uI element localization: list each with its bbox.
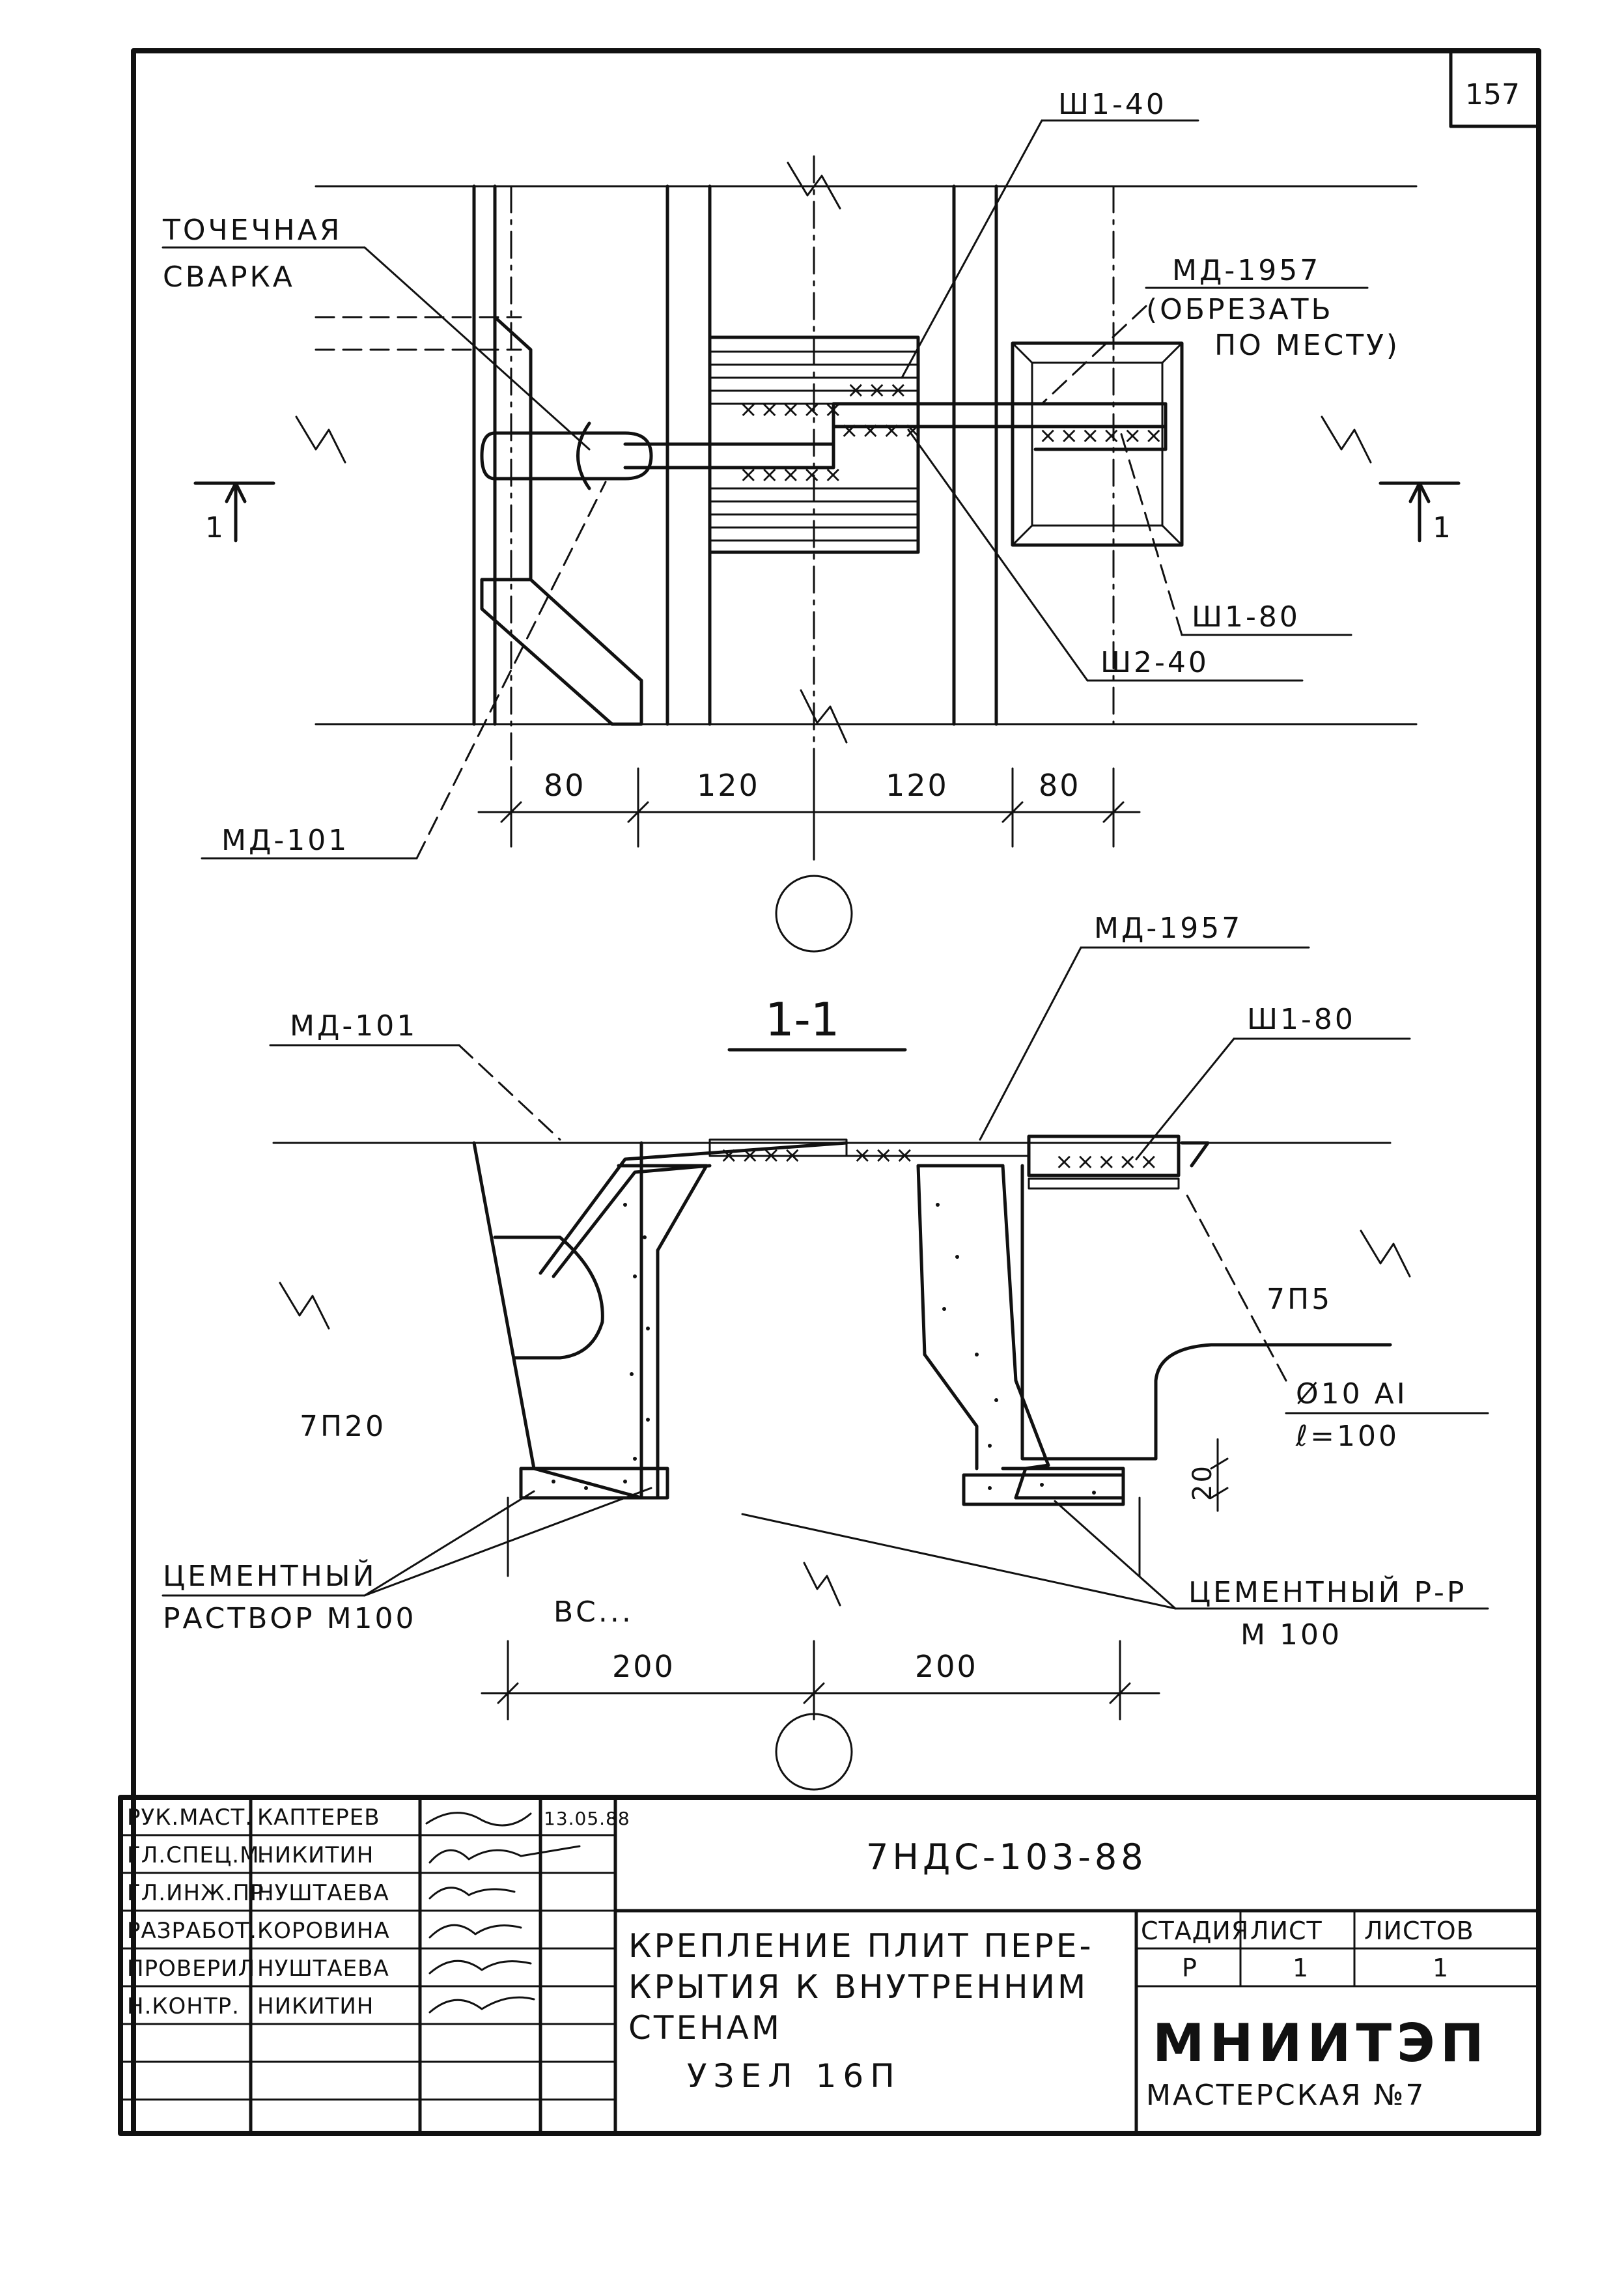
plan-label-spot-weld-2: СВАРКА [163,260,295,294]
svg-text:××××: ×××× [720,1142,804,1168]
plan-node-circle [775,875,853,953]
signatory-row: ПРОВЕРИЛ НУШТАЕВА [127,1956,532,1982]
svg-text:ГЛ.СПЕЦ.М.: ГЛ.СПЕЦ.М. [127,1842,267,1868]
plan-label-spot-weld-1: ТОЧЕЧНАЯ [162,214,342,247]
svg-text:РУК.МАСТ.: РУК.МАСТ. [127,1805,253,1831]
plan-label-sh1-80: Ш1-80 [1192,600,1300,634]
svg-text:НИКИТИН: НИКИТИН [257,1993,374,2019]
drawing-title-line4: УЗЕЛ 16П [687,2057,901,2095]
svg-text:×××: ××× [853,1142,916,1168]
section-label-mortar-right-2: М 100 [1240,1618,1342,1651]
document-code: 7НДС-103-88 [866,1836,1147,1877]
section-dimensions: 200 200 [481,1640,1160,1721]
section-node-circle [775,1713,853,1791]
section-label-rebar: Ø10 AI [1296,1377,1408,1411]
plan-label-md1957: МД-1957 [1172,254,1321,287]
svg-text:×××: ××× [847,377,910,403]
plan-label-cut-note-1: (ОБРЕЗАТЬ [1146,293,1334,326]
plan-dim-1: 80 [544,768,586,803]
svg-text:НУШТАЕВА: НУШТАЕВА [257,1880,389,1906]
svg-text:РАЗРАБОТ.: РАЗРАБОТ. [127,1918,257,1944]
plan-label-md101: МД-101 [221,824,349,857]
section-label-7p20: 7П20 [300,1410,386,1443]
section-label-sh1-80: Ш1-80 [1247,1003,1356,1036]
section-label-wall: ВС... [553,1595,634,1629]
workshop-name: МАСТЕРСКАЯ №7 [1146,2079,1425,2112]
title-block: РУК.МАСТ. КАПТЕРЕВ 13.05.88 ГЛ.СПЕЦ.М. Н… [118,1795,1541,2136]
signatory-row: Н.КОНТР. НИКИТИН [127,1993,535,2019]
svg-text:КОРОВИНА: КОРОВИНА [257,1918,390,1944]
organization-name: МНИИТЭП [1153,2013,1489,2073]
svg-text:НУШТАЕВА: НУШТАЕВА [257,1956,389,1982]
svg-text:20: 20 [1188,1464,1218,1501]
section-dim-1: 200 [612,1649,675,1684]
svg-text:1: 1 [1433,511,1453,544]
signatory-row: ГЛ.СПЕЦ.М. НИКИТИН [127,1842,581,1868]
plan-label-sh2-40: Ш2-40 [1100,646,1209,679]
sheet-header: ЛИСТ [1250,1917,1323,1945]
drawing-title-line2: КРЫТИЯ К ВНУТРЕННИМ [628,1968,1088,2006]
svg-text:КАПТЕРЕВ: КАПТЕРЕВ [257,1805,380,1831]
section-title: 1-1 [765,993,839,1047]
sheet-number-box: 157 [1449,49,1541,128]
section-label-spacing: ℓ=100 [1295,1420,1399,1453]
section-view: 1-1 ×××× ××× ××××× [161,912,1489,1791]
cut-marker-right: 1 [1379,481,1461,544]
sheets-header: ЛИСТОВ [1364,1917,1474,1945]
drawing-title-line1: КРЕПЛЕНИЕ ПЛИТ ПЕРЕ- [628,1927,1094,1965]
section-dim-2: 200 [915,1649,978,1684]
svg-text:×××××: ××××× [1055,1149,1160,1175]
svg-text:×××××: ××××× [739,397,845,423]
section-label-mortar-left-2: РАСТВОР М100 [163,1602,417,1635]
plan-label-cut-note-2: ПО МЕСТУ) [1214,329,1400,362]
svg-text:×××××: ××××× [739,462,845,488]
svg-text:ГЛ.ИНЖ.ПР.: ГЛ.ИНЖ.ПР. [127,1880,272,1906]
plan-dimensions: 80 120 120 80 [477,767,1141,848]
signatory-row: РУК.МАСТ. КАПТЕРЕВ 13.05.88 [127,1805,630,1831]
section-gap-dimension: 20 [1188,1438,1229,1512]
drawing-title-line3: СТЕНАМ [628,2009,782,2047]
plan-dim-2: 120 [697,768,760,803]
svg-text:Н.КОНТР.: Н.КОНТР. [127,1993,240,2019]
svg-text:1: 1 [205,511,226,544]
svg-text:НИКИТИН: НИКИТИН [257,1842,374,1868]
cut-marker-left: 1 [193,481,275,544]
section-label-mortar-right-1: ЦЕМЕНТНЫЙ Р-Р [1188,1575,1466,1609]
section-label-md1957: МД-1957 [1094,912,1242,945]
sheet-value: 1 [1293,1954,1309,1982]
signatory-row: РАЗРАБОТ. КОРОВИНА [127,1918,522,1944]
svg-text:××××: ×××× [840,417,925,443]
signatory-row: ГЛ.ИНЖ.ПР. НУШТАЕВА [127,1880,516,1906]
sheet-number: 157 [1465,78,1520,111]
svg-text:××××××: ×××××× [1039,423,1166,449]
section-label-7p5: 7П5 [1267,1283,1332,1316]
section-label-mortar-left-1: ЦЕМЕНТНЫЙ [163,1558,377,1593]
svg-text:13.05.88: 13.05.88 [544,1808,630,1829]
plan-dim-4: 80 [1039,768,1081,803]
section-label-md101: МД-101 [290,1009,417,1043]
svg-text:ПРОВЕРИЛ: ПРОВЕРИЛ [127,1956,255,1982]
stage-header: СТАДИЯ [1141,1917,1249,1945]
plan-dim-3: 120 [886,768,949,803]
plan-label-sh1-40: Ш1-40 [1058,88,1167,121]
plan-view: ××××× ××× ×××× ××××× ×××××× Ш1-40 ТОЧЕЧН… [161,88,1461,953]
stage-value: Р [1182,1954,1197,1982]
sheets-value: 1 [1433,1954,1449,1982]
